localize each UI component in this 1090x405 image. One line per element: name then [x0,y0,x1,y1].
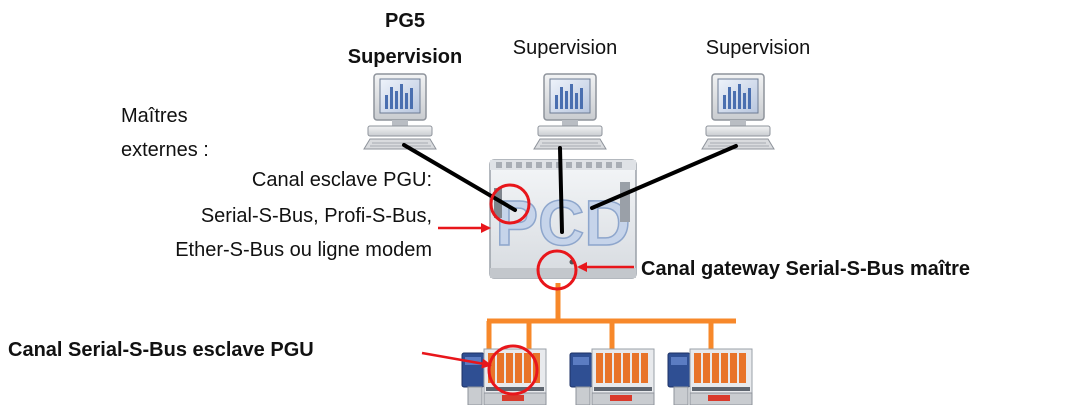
pg5-supervision-label: Supervision [347,46,463,68]
supervision-label: Supervision [705,37,811,59]
supervision-label: Supervision [512,37,618,59]
supervision-links [402,143,738,234]
slave-pgu-channel-arrow [421,351,492,369]
slave-channel-buses: Serial-S-Bus, Profi-S-Bus, [200,205,432,227]
gateway-channel-highlight [536,249,578,291]
slave-pgu-channel-highlight [487,344,539,396]
slave-channel-highlight [489,183,531,225]
io-module-icon [569,348,655,405]
serial-s-bus-line [486,283,736,352]
supervision-computer-icon [701,73,775,150]
pg5-supervision-computer-icon [363,73,437,150]
slave-channel-buses: Ether-S-Bus ou ligne modem [175,239,432,261]
io-module-icon [667,348,753,405]
external-masters-label: externes : [121,139,209,161]
slave-pgu-channel-label: Canal Serial-S-Bus esclave PGU [8,339,314,361]
supervision-computer-icon [533,73,607,150]
pg5-title: PG5 [384,10,426,32]
gateway-channel-label: Canal gateway Serial-S-Bus maître [641,258,971,280]
external-masters-label: Maîtres [121,105,188,127]
slave-channel-title: Canal esclave PGU: [251,169,432,191]
